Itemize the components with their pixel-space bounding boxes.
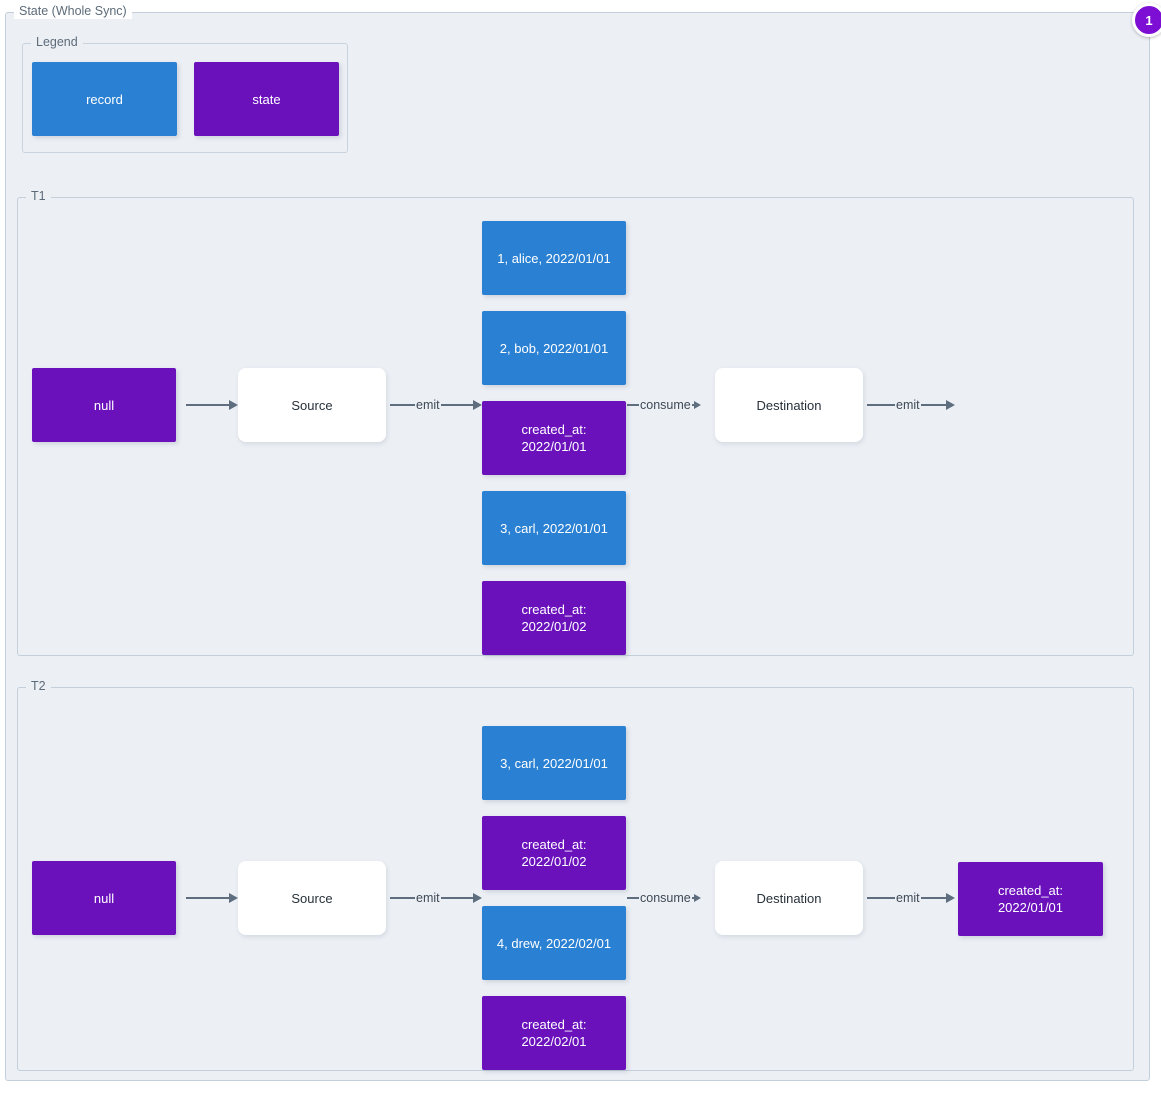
subgraph-state-whole-sync: State (Whole Sync) Legend record state T… (5, 4, 1150, 1081)
t1-item-3-label: 3, carl, 2022/01/01 (500, 520, 608, 536)
legend-swatch-record: record (32, 62, 177, 136)
t2-state-in: null (32, 861, 176, 935)
t1-edge-emit-out: emit (867, 395, 955, 415)
edge-line (440, 404, 473, 406)
t1-item-4: created_at: 2022/01/02 (482, 581, 626, 655)
arrowhead-icon (946, 893, 955, 903)
t2-edge-emit: emit (390, 888, 482, 908)
diagram-badge-label: 1 (1145, 12, 1153, 28)
arrowhead-icon (229, 893, 238, 903)
t1-item-2-label: created_at: 2022/01/01 (521, 422, 587, 454)
t2-item-0: 3, carl, 2022/01/01 (482, 726, 626, 800)
edge-line (627, 897, 639, 899)
t1-source-label: Source (291, 397, 333, 413)
t2-edge-emit-out-label: emit (896, 891, 920, 905)
t1-state-in: null (32, 368, 176, 442)
t2-state-in-label: null (93, 890, 115, 906)
t2-item-3: created_at: 2022/02/01 (482, 996, 626, 1070)
t2-state-out: created_at: 2022/01/01 (958, 862, 1103, 936)
t1-destination-label: Destination (756, 397, 822, 413)
arrowhead-icon (473, 400, 482, 410)
subgraph-t1: T1 null Source emit (17, 189, 1134, 656)
edge-line (867, 897, 895, 899)
t1-edge-emit-label: emit (416, 398, 440, 412)
legend-swatch-state-label: state (252, 91, 281, 107)
edge-line (186, 404, 229, 406)
t1-state-in-label: null (93, 397, 115, 413)
t2-edge-emit-out: emit (867, 888, 955, 908)
arrowhead-icon (229, 400, 238, 410)
t1-edge-state-to-source (186, 395, 238, 415)
arrowhead-icon (693, 401, 701, 409)
t2-edge-consume-label: consume (640, 891, 691, 905)
arrowhead-icon (693, 894, 701, 902)
t2-source-label: Source (291, 890, 333, 906)
t1-item-2: created_at: 2022/01/01 (482, 401, 626, 475)
t2-item-2: 4, drew, 2022/02/01 (482, 906, 626, 980)
t2-destination-label: Destination (756, 890, 822, 906)
t1-item-0-label: 1, alice, 2022/01/01 (497, 250, 611, 266)
t2-item-1-label: created_at: 2022/01/02 (521, 837, 587, 869)
t2-item-3-label: created_at: 2022/02/01 (521, 1017, 587, 1049)
legend-title: Legend (31, 35, 83, 50)
t1-item-3: 3, carl, 2022/01/01 (482, 491, 626, 565)
edge-line (691, 404, 694, 406)
t1-item-1: 2, bob, 2022/01/01 (482, 311, 626, 385)
edge-line (691, 897, 694, 899)
t2-state-out-label: created_at: 2022/01/01 (997, 883, 1064, 915)
subgraph-title-state-whole-sync: State (Whole Sync) (14, 4, 132, 19)
t1-destination-node: Destination (715, 368, 863, 442)
t1-edge-consume-label: consume (640, 398, 691, 412)
t2-item-0-label: 3, carl, 2022/01/01 (500, 755, 608, 771)
t1-item-0: 1, alice, 2022/01/01 (482, 221, 626, 295)
t1-edge-emit-out-label: emit (896, 398, 920, 412)
t1-item-4-label: created_at: 2022/01/02 (521, 602, 587, 634)
arrowhead-icon (473, 893, 482, 903)
t2-source-node: Source (238, 861, 386, 935)
arrowhead-icon (946, 400, 955, 410)
t2-destination-node: Destination (715, 861, 863, 935)
legend-panel: Legend record state (22, 35, 348, 153)
subgraph-t2: T2 null Source emit (17, 679, 1134, 1071)
t1-edge-consume: consume (627, 395, 715, 415)
t2-edge-consume: consume (627, 888, 715, 908)
edge-line (627, 404, 639, 406)
t1-edge-emit: emit (390, 395, 482, 415)
t1-item-1-label: 2, bob, 2022/01/01 (499, 340, 609, 356)
subgraph-title-t2: T2 (26, 679, 51, 694)
t2-item-2-label: 4, drew, 2022/02/01 (496, 935, 612, 951)
legend-swatch-state: state (194, 62, 339, 136)
t2-edge-state-to-source (186, 888, 238, 908)
t2-edge-emit-label: emit (416, 891, 440, 905)
edge-line (920, 404, 946, 406)
t2-item-1: created_at: 2022/01/02 (482, 816, 626, 890)
legend-swatch-record-label: record (86, 91, 123, 107)
subgraph-title-t1: T1 (26, 189, 51, 204)
edge-line (920, 897, 946, 899)
edge-line (186, 897, 229, 899)
diagram-badge[interactable]: 1 (1132, 3, 1161, 37)
t1-source-node: Source (238, 368, 386, 442)
edge-line (867, 404, 895, 406)
edge-line (390, 404, 415, 406)
edge-line (440, 897, 473, 899)
edge-line (390, 897, 415, 899)
